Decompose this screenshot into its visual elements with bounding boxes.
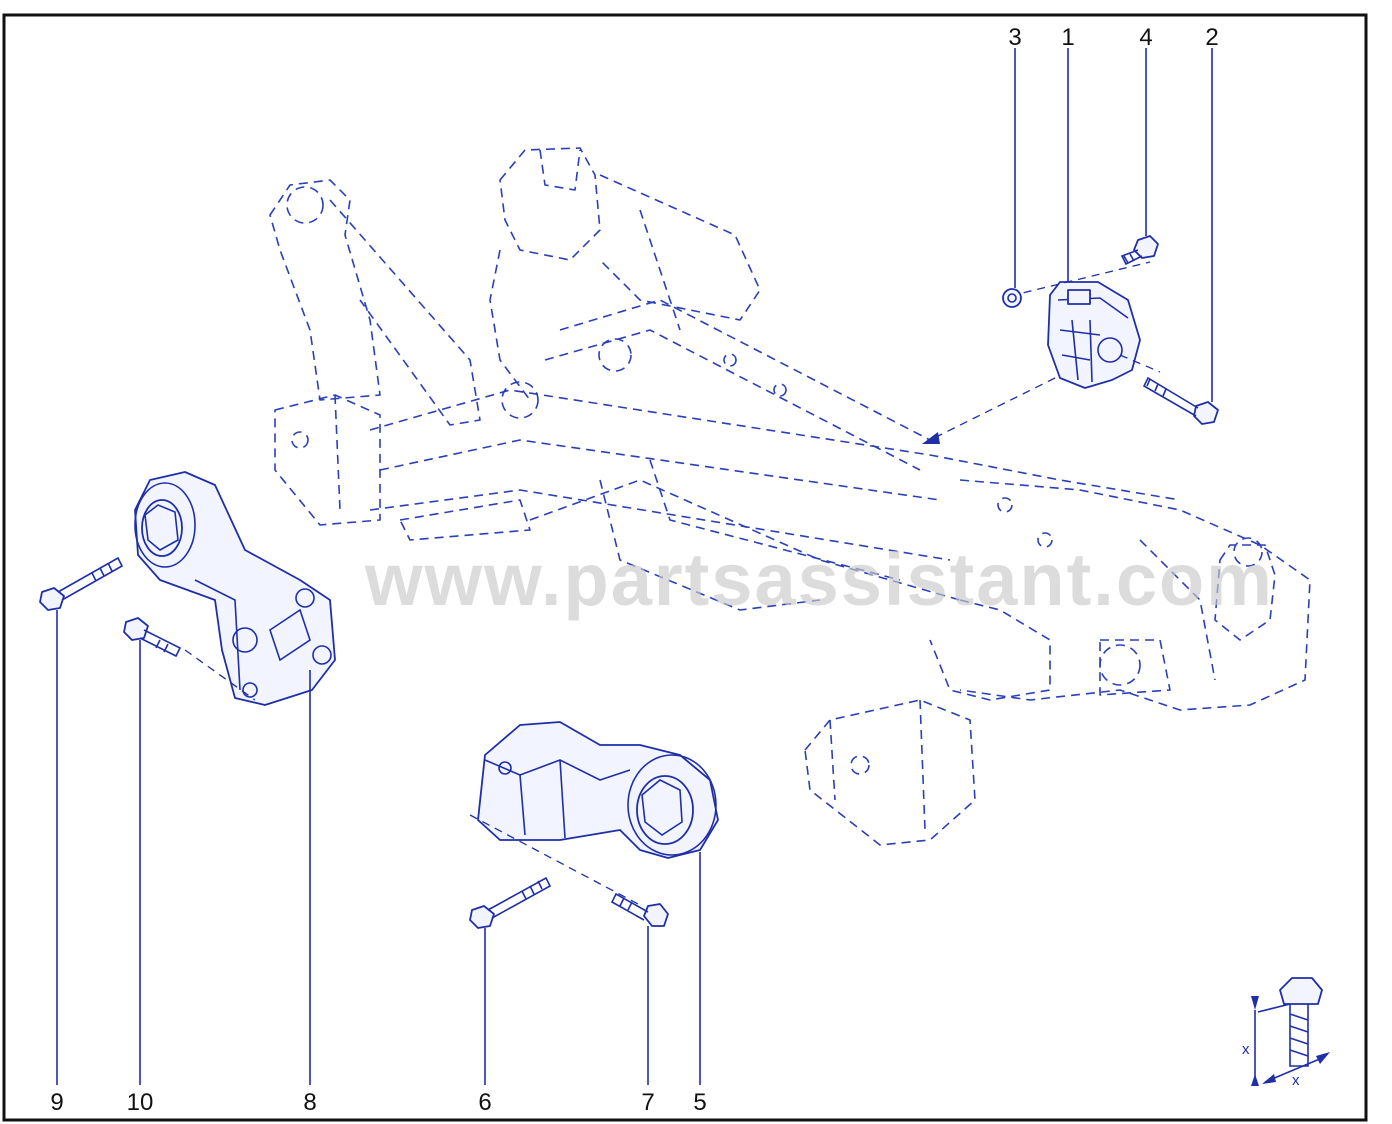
mount-1-axis-upper — [1009, 261, 1151, 297]
upper-engine-mount[interactable] — [1047, 281, 1141, 389]
dimension-label-diameter: x — [1292, 1072, 1300, 1089]
callout-5: 5 — [693, 1089, 706, 1116]
lower-torque-mount[interactable] — [477, 721, 719, 859]
callout-2: 2 — [1205, 24, 1218, 51]
bolt-part-10[interactable] — [123, 617, 182, 658]
bolt-part-7[interactable] — [610, 892, 669, 927]
bolt-dimension-legend — [1251, 977, 1330, 1086]
callout-4: 4 — [1139, 24, 1152, 51]
mount-direction-arrow — [922, 377, 1056, 444]
callout-7: 7 — [641, 1089, 654, 1116]
mount-5-axis — [469, 814, 641, 906]
callout-1: 1 — [1061, 24, 1074, 51]
bolt-part-4[interactable] — [1120, 235, 1159, 266]
callout-10: 10 — [127, 1089, 154, 1116]
callout-8: 8 — [303, 1089, 316, 1116]
watermark-text: www.partsassistant.com — [364, 538, 1274, 621]
dimension-label-length: x — [1242, 1041, 1250, 1058]
mount-1-axis-lower — [1119, 354, 1161, 373]
diagram-frame — [2, 13, 1368, 1122]
left-torque-mount[interactable] — [134, 471, 336, 706]
callout-9: 9 — [50, 1089, 63, 1116]
nut-part-3[interactable] — [1002, 288, 1022, 308]
callout-leaders — [56, 48, 1213, 1085]
mount-8-axis — [184, 649, 256, 701]
front-subframe — [269, 147, 1311, 846]
callout-6: 6 — [478, 1089, 491, 1116]
callout-3: 3 — [1008, 24, 1021, 51]
bolt-part-9[interactable] — [39, 556, 124, 611]
bolt-part-6[interactable] — [469, 876, 552, 929]
bolt-part-2[interactable] — [1142, 376, 1219, 425]
